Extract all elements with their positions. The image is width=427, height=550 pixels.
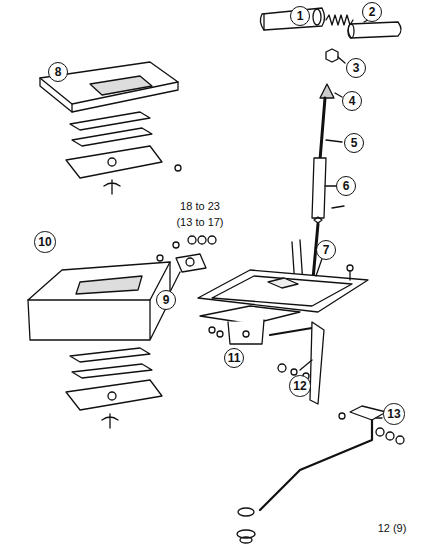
nut [217, 331, 223, 337]
screw [173, 242, 179, 248]
nut [339, 413, 345, 419]
bushing-hole [186, 258, 194, 266]
torque-value: 12 (9) [377, 522, 408, 534]
clip [104, 180, 120, 194]
callout-circle: 7 [316, 240, 336, 260]
cover-plate [66, 380, 162, 410]
leader-line [338, 57, 345, 63]
washer [291, 369, 297, 375]
callout-circle: 3 [346, 58, 366, 78]
bolt [349, 271, 350, 280]
nut [326, 49, 338, 62]
callout-circle: 10 [34, 231, 55, 252]
gasket [72, 128, 152, 146]
bushing [176, 254, 206, 272]
plate-hole [108, 158, 116, 166]
select-lever [310, 322, 324, 404]
callout-circle: 8 [48, 62, 68, 82]
nut [396, 436, 404, 444]
washer [386, 432, 394, 440]
gasket [70, 112, 150, 130]
callout-number: 5 [351, 137, 358, 149]
cross-shaft [270, 328, 312, 335]
callout-number: 11 [228, 352, 241, 364]
plate-hole [108, 392, 116, 400]
callout-circle: 13 [383, 403, 404, 424]
frame-inner [212, 276, 352, 306]
leader-line [335, 93, 342, 97]
washer [208, 236, 216, 244]
callout-number: 4 [349, 95, 356, 107]
callout-number: 1 [297, 10, 304, 22]
washer [198, 236, 206, 244]
leader-line [326, 140, 342, 142]
washer [376, 428, 384, 436]
leader-line [325, 185, 336, 186]
callout-circle: 6 [336, 176, 356, 196]
screw [157, 255, 163, 261]
cover-plate [66, 146, 162, 178]
callout-number: 8 [55, 66, 62, 78]
pin [314, 217, 322, 223]
pin [332, 206, 344, 208]
base-frame [198, 270, 368, 312]
callout-number: 3 [353, 62, 360, 74]
leader-line [376, 417, 382, 418]
callout-number: 12 [293, 380, 306, 392]
rod-sleeve [312, 158, 326, 218]
callout-circle: 9 [156, 290, 176, 310]
grommet [240, 537, 252, 543]
gasket [70, 348, 150, 362]
callout-circle: 1 [290, 6, 310, 26]
bolt [347, 265, 353, 271]
callout-number: 9 [163, 294, 170, 306]
spring [326, 15, 353, 25]
washer [278, 364, 286, 372]
nut [209, 327, 215, 333]
grommet [238, 508, 254, 516]
callout-circle: 12 [289, 375, 310, 396]
callout-circle: 4 [342, 91, 362, 111]
torque-value: 18 to 23 [179, 200, 221, 212]
console-side [40, 78, 72, 112]
callout-circle: 11 [224, 348, 245, 369]
torque-value: (13 to 17) [175, 216, 224, 228]
callout-circle: 2 [362, 2, 382, 22]
shift-slot [90, 76, 152, 95]
lower-console [28, 262, 170, 300]
control-rod [260, 420, 372, 510]
clip [102, 414, 118, 428]
gasket [72, 364, 152, 378]
callout-number: 6 [343, 180, 350, 192]
housing [228, 320, 264, 344]
upper-console [40, 62, 178, 104]
callout-circle: 5 [344, 133, 364, 153]
shift-slot [76, 276, 142, 294]
screw [175, 165, 181, 171]
washer [188, 236, 196, 244]
housing-hole [243, 331, 249, 337]
console-side [28, 262, 170, 340]
plate-window [268, 278, 298, 288]
shift-rod [320, 98, 325, 160]
grip-end [348, 24, 354, 38]
lock-cone [320, 84, 334, 98]
leader-line [300, 360, 312, 370]
knob-grip [348, 22, 401, 38]
leader-line [170, 272, 180, 292]
callout-number: 10 [38, 236, 51, 248]
callout-number: 13 [387, 408, 400, 420]
callout-number: 7 [323, 244, 330, 256]
knob-edge [263, 14, 264, 30]
callout-number: 2 [369, 6, 376, 18]
clevis [350, 406, 386, 420]
knob-end [313, 9, 321, 25]
